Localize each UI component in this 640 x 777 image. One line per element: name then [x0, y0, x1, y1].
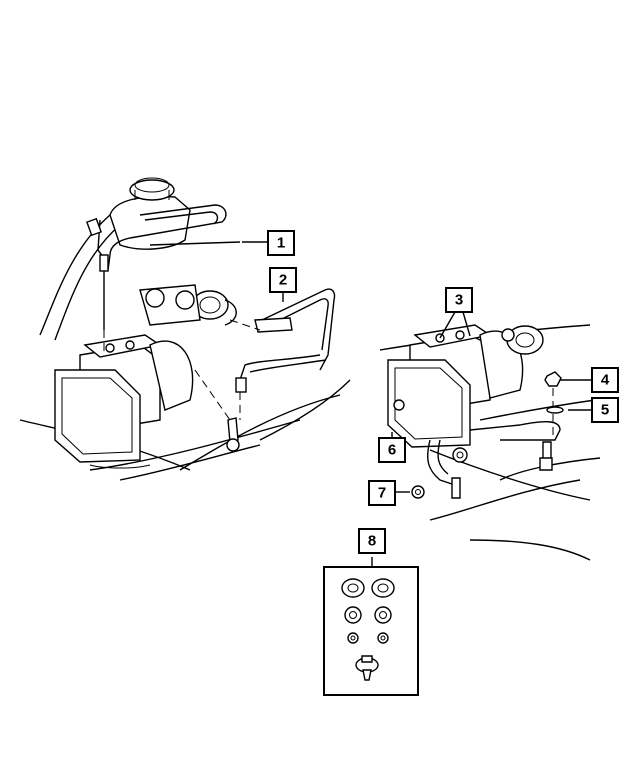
svg-text:2: 2: [279, 272, 287, 289]
svg-text:5: 5: [601, 402, 609, 419]
callout-4: 4: [591, 367, 619, 393]
large-grommet-icon: [341, 578, 395, 598]
left-abs-assembly: [19, 177, 351, 481]
brake-line-1: [86, 204, 241, 330]
callout-1: 1: [267, 230, 295, 256]
callout-2: 2: [269, 267, 297, 293]
medium-grommet-icon: [344, 606, 392, 624]
right-abs-assembly: [379, 324, 601, 561]
abs-module-left: [54, 334, 194, 469]
master-cylinder: [139, 284, 237, 326]
isolator-mount-icon: [355, 655, 379, 681]
svg-text:3: 3: [455, 292, 463, 309]
small-nut-icon: [347, 632, 389, 644]
svg-text:6: 6: [388, 442, 396, 459]
callout-8: 8: [358, 528, 386, 554]
brake-fluid-reservoir: [109, 177, 191, 250]
callout-3: 3: [445, 287, 473, 313]
svg-text:8: 8: [368, 533, 376, 550]
callout-5: 5: [591, 397, 619, 423]
grommet-kit-box: [323, 566, 419, 696]
svg-text:4: 4: [601, 372, 610, 389]
leader-callout-3b: [462, 311, 471, 337]
svg-text:7: 7: [378, 485, 386, 502]
pump-motor: [501, 325, 544, 355]
svg-text:1: 1: [277, 235, 285, 252]
callout-6: 6: [378, 437, 406, 463]
leader-callout-3a: [439, 311, 456, 339]
brake-line-2: [235, 288, 336, 393]
callout-7: 7: [368, 480, 396, 506]
